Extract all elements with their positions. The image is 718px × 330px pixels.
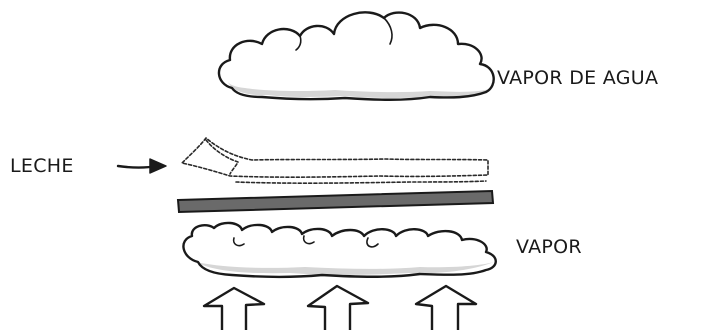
cloud-wisp: [296, 36, 301, 50]
water-vapor-cloud-shading: [228, 82, 492, 98]
steam-cloud: [183, 223, 495, 277]
cloud-wisp: [384, 18, 392, 44]
steam-cloud-shading: [196, 262, 494, 275]
milk-label: LECHE: [10, 155, 74, 177]
cloud-icon: [219, 12, 494, 99]
arrow-up-icon: [308, 286, 368, 330]
milk-layer-inner-line: [236, 181, 486, 183]
plate-bar: [178, 191, 493, 212]
heat-arrows: [204, 286, 476, 330]
steam-curl: [304, 236, 314, 244]
water-vapor-cloud: [219, 12, 494, 99]
arrow-right-head: [150, 159, 166, 173]
arrow-up-icon: [204, 288, 264, 330]
water-vapor-label: VAPOR DE AGUA: [497, 67, 658, 89]
milk-pointer: [118, 159, 166, 173]
steam-curl: [234, 238, 244, 246]
arrow-up-icon: [416, 286, 476, 330]
milk-layer: [182, 138, 488, 183]
steam-label: VAPOR: [516, 236, 582, 258]
steam-curl: [367, 238, 378, 247]
plate: [178, 191, 493, 212]
milk-layer-inner-line: [206, 140, 238, 174]
